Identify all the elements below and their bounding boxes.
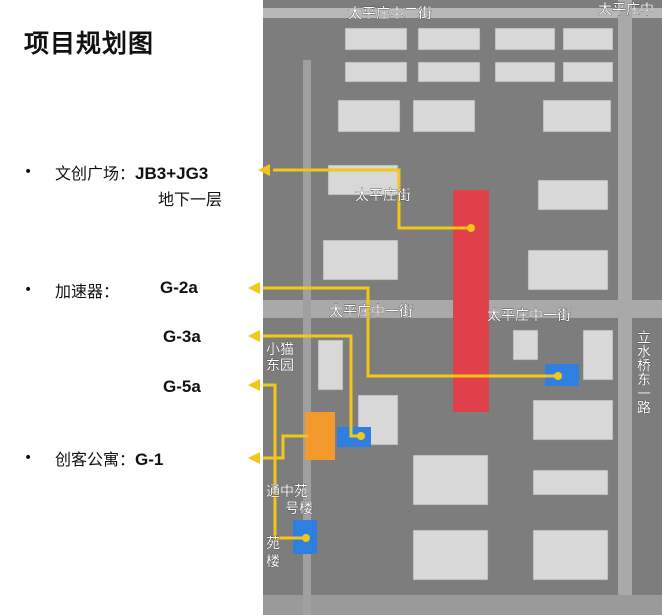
area-label: 东园 — [266, 358, 294, 374]
area-label: 号楼 — [285, 501, 313, 517]
arrow-heads — [248, 164, 270, 464]
bullet: • — [24, 164, 33, 180]
road — [263, 8, 662, 18]
aerial-map: 太平庄中二街 太平庄中 太平庄街 太平庄中一街 太平庄中一街 立水桥东一路 小猫… — [263, 0, 662, 615]
street-label: 太平庄中二街 — [348, 5, 432, 22]
road-label: 立水桥东一路 — [635, 330, 651, 414]
page-title: 项目规划图 — [24, 29, 155, 58]
legend-label: 创客公寓： — [55, 450, 136, 469]
road — [263, 595, 662, 615]
area-label: 楼 — [266, 554, 280, 570]
legend-code: G-2a — [160, 278, 198, 297]
bullet: • — [24, 282, 33, 298]
bullet: • — [24, 450, 33, 466]
connector-dots — [302, 224, 562, 542]
legend-code: G-1 — [135, 450, 164, 469]
legend-label: 加速器： — [55, 282, 120, 301]
legend-code: G-3a — [163, 327, 201, 346]
connector-lines — [263, 168, 558, 540]
map-canvas: 太平庄中二街 太平庄中 太平庄街 太平庄中一街 太平庄中一街 立水桥东一路 小猫… — [263, 0, 662, 615]
street-label: 太平庄中 — [598, 1, 654, 18]
apartment-block — [305, 412, 335, 460]
street-label: 太平庄中一街 — [329, 303, 413, 320]
legend-code: G-5a — [163, 377, 201, 396]
area-label: 小猫 — [266, 342, 294, 358]
legend-panel: 项目规划图 • 文创广场：JB3+JG3 地下一层 • 加速器： G-2a G-… — [0, 0, 263, 615]
street-label: 太平庄中一街 — [487, 307, 571, 324]
area-label: 通中苑 — [266, 484, 308, 500]
accelerator-block — [545, 364, 579, 386]
area-label: 苑 — [266, 536, 280, 552]
road — [618, 0, 632, 615]
buildings — [317, 27, 614, 581]
legend-sub: 地下一层 — [158, 190, 223, 209]
legend-label: 文创广场： — [55, 164, 136, 183]
legend-code: JB3+JG3 — [135, 164, 209, 183]
legend-item-accelerator: 加速器： — [55, 278, 119, 302]
legend-item-apartment: 创客公寓：G-1 — [55, 446, 163, 470]
street-label: 太平庄街 — [355, 187, 411, 204]
legend-item-plaza: 文创广场：JB3+JG3 — [55, 160, 208, 184]
